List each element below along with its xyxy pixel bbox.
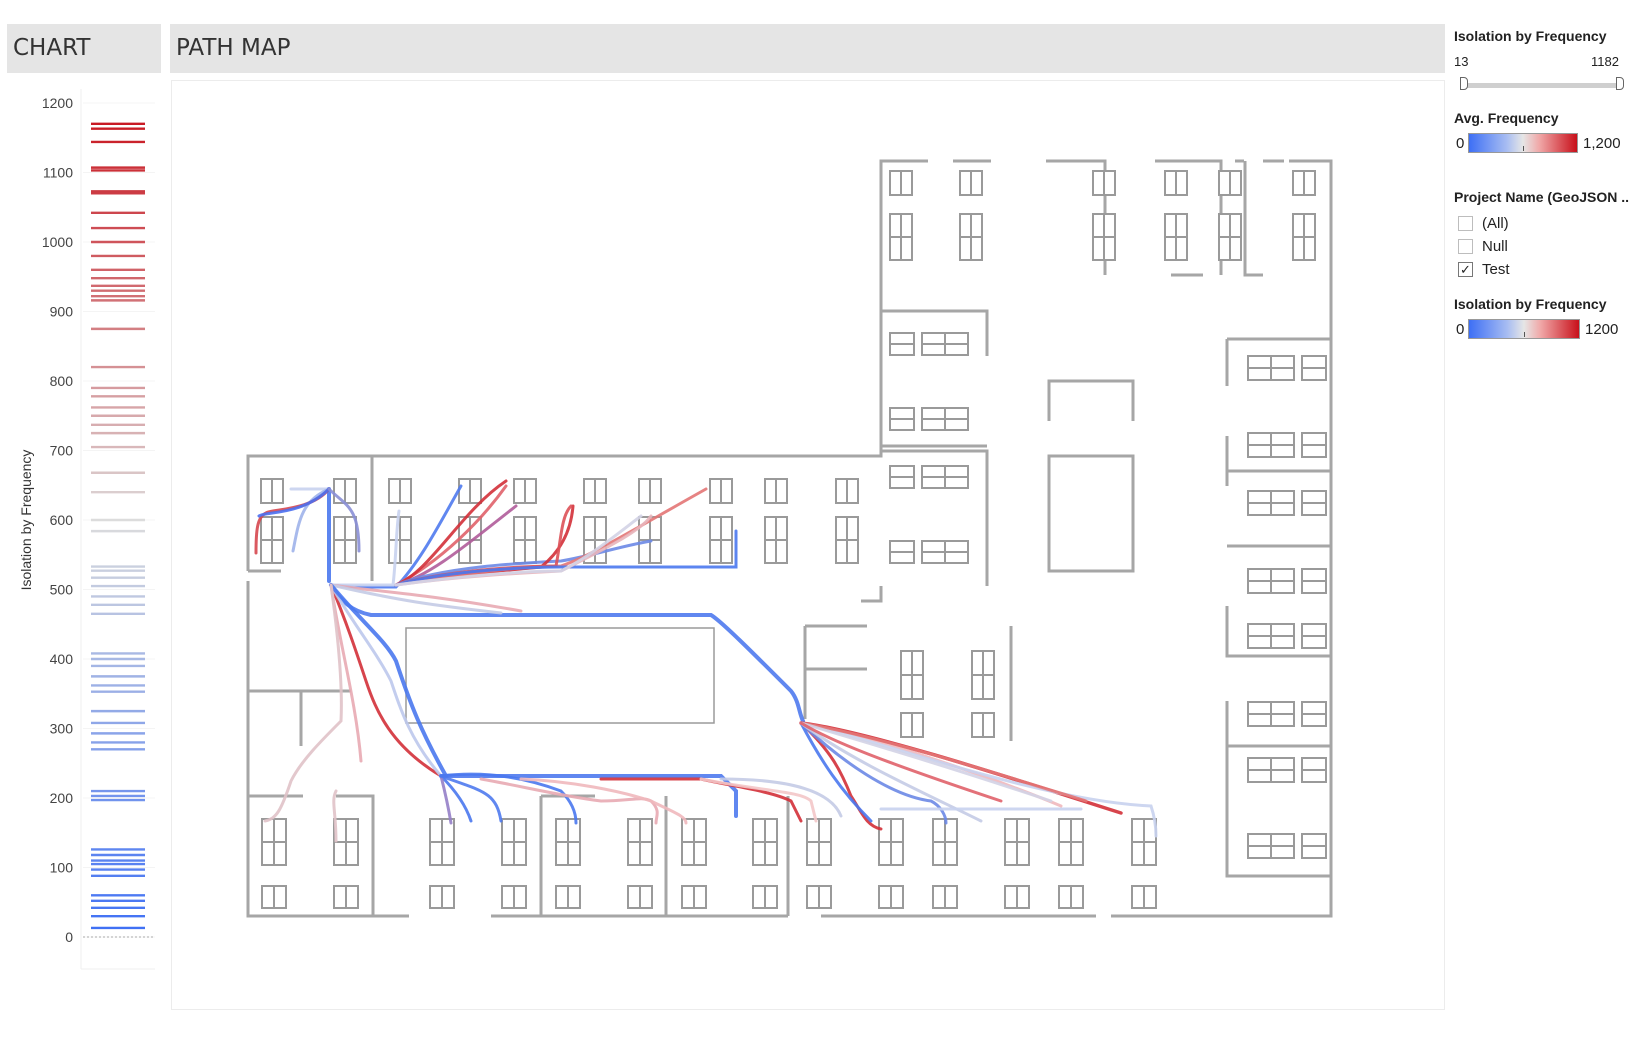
isolation-color-title: Isolation by Frequency — [1454, 296, 1607, 312]
path-trace — [329, 583, 443, 778]
project-option-label: Null — [1482, 237, 1508, 255]
y-tick-label: 800 — [50, 373, 74, 389]
avg-frequency-min: 0 — [1456, 135, 1465, 152]
y-axis-label: Isolation by Frequency — [18, 450, 34, 591]
path-trace — [799, 721, 1003, 803]
isolation-color-min: 0 — [1456, 321, 1465, 338]
y-tick-label: 1100 — [43, 165, 73, 181]
wall-segment — [336, 794, 375, 916]
wall-segment — [246, 581, 356, 918]
wall-segment — [246, 291, 883, 571]
isolation-color-gradient — [1468, 319, 1580, 339]
chart-header: CHART — [7, 24, 161, 73]
path-trace — [291, 487, 331, 553]
path-trace — [799, 721, 873, 823]
isolation-filter-max: 1182 — [1591, 54, 1619, 69]
central-table — [405, 627, 715, 724]
path-trace — [263, 583, 343, 823]
path-trace — [699, 777, 818, 823]
path-trace — [329, 583, 523, 613]
y-tick-label: 300 — [50, 721, 74, 737]
project-option-label: (All) — [1482, 214, 1509, 232]
path-trace — [394, 479, 508, 587]
path-trace — [799, 721, 948, 825]
path-trace — [439, 774, 453, 825]
y-tick-label: 1200 — [42, 95, 73, 111]
y-tick-label: 700 — [50, 443, 74, 459]
wall-segment — [1289, 159, 1333, 281]
isolation-color-max: 1200 — [1585, 321, 1619, 338]
path-trace — [799, 721, 1053, 803]
y-tick-label: 200 — [50, 790, 74, 806]
path-trace — [329, 583, 805, 723]
checkbox[interactable] — [1458, 215, 1473, 231]
y-tick-label: 100 — [50, 860, 74, 876]
wall-segment — [881, 309, 989, 356]
project-option-test[interactable]: ✓ Test — [1458, 259, 1510, 279]
y-tick-label: 400 — [50, 651, 74, 667]
path-map-header-title: PATH MAP — [176, 35, 291, 61]
walking-paths — [254, 479, 1158, 843]
path-trace — [329, 583, 448, 778]
floor-plan-desks — [260, 170, 1327, 909]
y-tick-label: 600 — [50, 512, 74, 528]
project-option-all[interactable]: (All) — [1458, 213, 1509, 233]
isolation-filter-min: 13 — [1454, 54, 1469, 69]
wall-segment — [881, 449, 989, 586]
wall-segment — [539, 796, 668, 918]
y-tick-label: 1000 — [42, 234, 73, 250]
wall-segment — [1225, 606, 1331, 658]
checkbox-checked[interactable]: ✓ — [1458, 261, 1473, 277]
path-trace — [257, 487, 331, 518]
checkbox[interactable] — [1458, 238, 1473, 254]
project-name-title: Project Name (GeoJSON .. — [1454, 189, 1630, 205]
wall-segment — [1129, 331, 1333, 918]
isolation-filter-title: Isolation by Frequency — [1454, 28, 1607, 44]
path-trace — [329, 509, 401, 587]
path-trace — [327, 487, 361, 553]
wall-segment — [861, 586, 883, 603]
floor-plan-svg — [246, 159, 1333, 918]
path-map[interactable] — [171, 80, 1445, 1010]
project-option-label: Test — [1482, 260, 1510, 278]
path-trace — [329, 583, 443, 778]
isolation-range-slider[interactable] — [1464, 83, 1619, 88]
strip-chart-svg: 0 100 200 300 400 500 600 700 800 900 1000 1100 1200… — [18, 89, 155, 970]
path-trace — [439, 772, 578, 825]
path-trace — [394, 514, 643, 587]
y-tick-label: 0 — [65, 929, 73, 945]
path-trace — [519, 777, 688, 825]
path-trace — [799, 721, 983, 823]
path-trace — [719, 777, 843, 818]
slider-max-handle[interactable] — [1616, 77, 1624, 90]
avg-frequency-title: Avg. Frequency — [1454, 110, 1559, 126]
path-trace — [799, 721, 1088, 803]
path-map-header: PATH MAP — [170, 24, 1445, 73]
wall-segment — [1047, 454, 1135, 573]
floor-plan-walls — [246, 159, 1333, 918]
y-tick-label: 900 — [50, 304, 74, 320]
wall-segment — [1243, 161, 1263, 277]
avg-frequency-max: 1,200 — [1583, 135, 1621, 152]
path-trace — [439, 774, 503, 823]
chart-header-title: CHART — [13, 35, 91, 61]
wall-segment — [879, 159, 928, 291]
path-trace — [799, 721, 883, 831]
avg-frequency-gradient — [1468, 133, 1578, 153]
path-trace — [479, 777, 659, 825]
isolation-strip-chart[interactable]: 0 100 200 300 400 500 600 700 800 900 1000 1100 1200… — [7, 85, 162, 1010]
path-trace — [439, 774, 473, 823]
path-trace — [329, 583, 503, 615]
slider-min-handle[interactable] — [1460, 77, 1468, 90]
path-trace — [332, 789, 338, 843]
wall-segment — [1047, 379, 1135, 421]
project-option-null[interactable]: Null — [1458, 236, 1508, 256]
y-tick-label: 500 — [50, 582, 74, 598]
wall-segment — [1225, 746, 1331, 878]
legend-panel: Isolation by Frequency 13 1182 Avg. Freq… — [1450, 20, 1632, 380]
path-trace — [394, 529, 738, 587]
